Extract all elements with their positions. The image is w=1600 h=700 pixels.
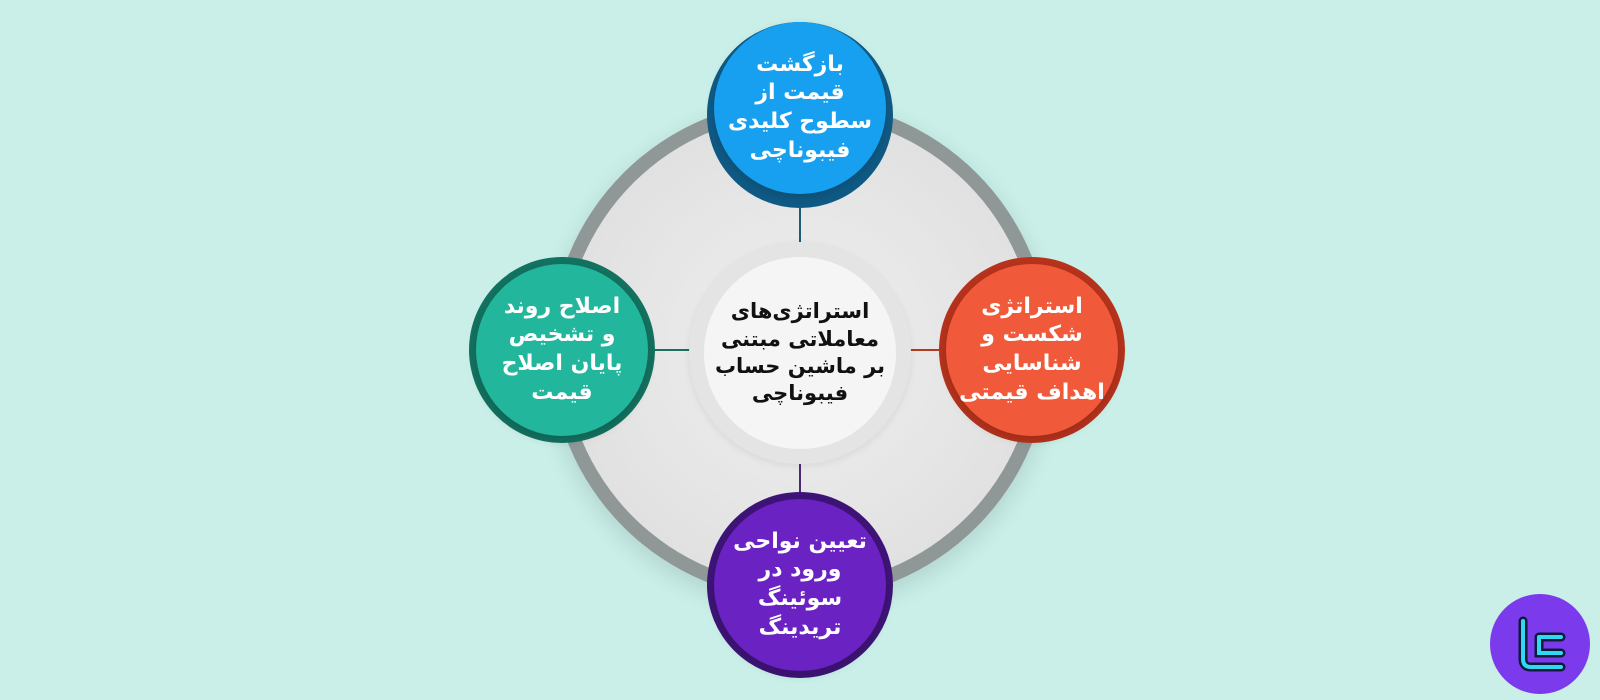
- center-label: استراتژی‌های معاملاتی مبتنی بر ماشین حسا…: [714, 299, 886, 406]
- left-node: اصلاح روند و تشخیص پایان اصلاح قیمت: [476, 264, 648, 436]
- left-node-label: اصلاح روند و تشخیص پایان اصلاح قیمت: [501, 293, 623, 405]
- connector-top: [799, 205, 801, 243]
- bottom-node-label: تعیین نواحی ورود در سوئینگ تریدینگ: [733, 528, 867, 640]
- brand-logo-icon: [1518, 616, 1566, 672]
- connector-right: [908, 349, 946, 351]
- center-node: استراتژی‌های معاملاتی مبتنی بر ماشین حسا…: [704, 257, 896, 449]
- top-node: بازگشت قیمت از سطوح کلیدی فیبوناچی: [714, 22, 886, 194]
- connector-bottom: [799, 460, 801, 498]
- right-node-label: استراتژی شکست و شناسایی اهداف قیمتی: [959, 293, 1105, 405]
- connector-left: [655, 349, 693, 351]
- bottom-node: تعیین نواحی ورود در سوئینگ تریدینگ: [714, 499, 886, 671]
- right-node: استراتژی شکست و شناسایی اهداف قیمتی: [946, 264, 1118, 436]
- top-node-label: بازگشت قیمت از سطوح کلیدی فیبوناچی: [728, 51, 872, 163]
- brand-logo: [1490, 594, 1590, 694]
